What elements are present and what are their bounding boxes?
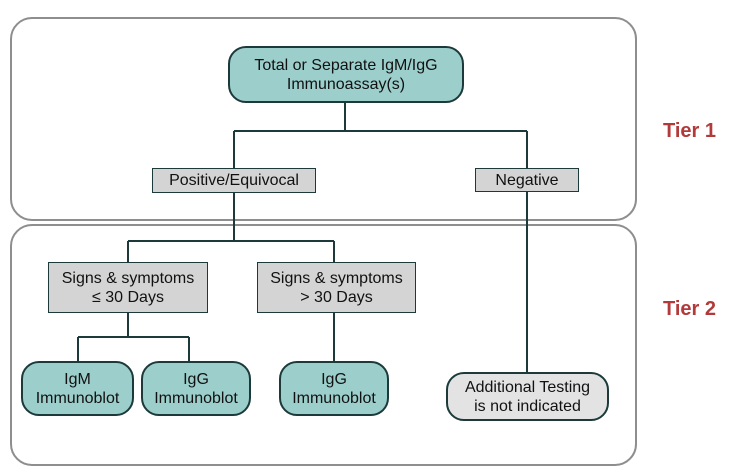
tier-1-label: Tier 1 [663, 120, 716, 142]
no-additional-testing-node: Additional Testing is not indicated [446, 372, 609, 421]
negative-label: Negative [495, 171, 559, 189]
immunoassay-line2: Immunoassay(s) [286, 75, 406, 93]
short-duration-node: Signs & symptoms ≤ 30 Days [48, 262, 208, 313]
short-duration-line2: ≤ 30 Days [92, 288, 164, 306]
long-duration-line1: Signs & symptoms [270, 269, 403, 287]
no-additional-testing-line2: is not indicated [474, 397, 581, 415]
immunoassay-node: Total or Separate IgM/IgG Immunoassay(s) [228, 46, 464, 103]
igg-immunoblot-long-line2: Immunoblot [292, 389, 376, 407]
tier-2-label: Tier 2 [663, 298, 716, 320]
positive-equivocal-node: Positive/Equivocal [152, 168, 316, 193]
long-duration-node: Signs & symptoms > 30 Days [257, 262, 416, 313]
igg-immunoblot-short-line2: Immunoblot [154, 389, 238, 407]
igg-immunoblot-short-node: IgG Immunoblot [141, 361, 251, 416]
igg-immunoblot-short-line1: IgG [183, 370, 209, 388]
igm-immunoblot-line2: Immunoblot [35, 389, 120, 407]
short-duration-line1: Signs & symptoms [61, 269, 195, 287]
igm-immunoblot-node: IgM Immunoblot [21, 361, 134, 416]
igm-immunoblot-line1: IgM [64, 370, 91, 388]
igg-immunoblot-long-line1: IgG [321, 370, 347, 388]
no-additional-testing-line1: Additional Testing [464, 378, 591, 396]
igg-immunoblot-long-node: IgG Immunoblot [279, 361, 389, 416]
long-duration-line2: > 30 Days [300, 288, 373, 306]
positive-equivocal-label: Positive/Equivocal [169, 172, 299, 189]
immunoassay-line1: Total or Separate IgM/IgG [254, 56, 438, 74]
negative-node: Negative [475, 168, 579, 192]
